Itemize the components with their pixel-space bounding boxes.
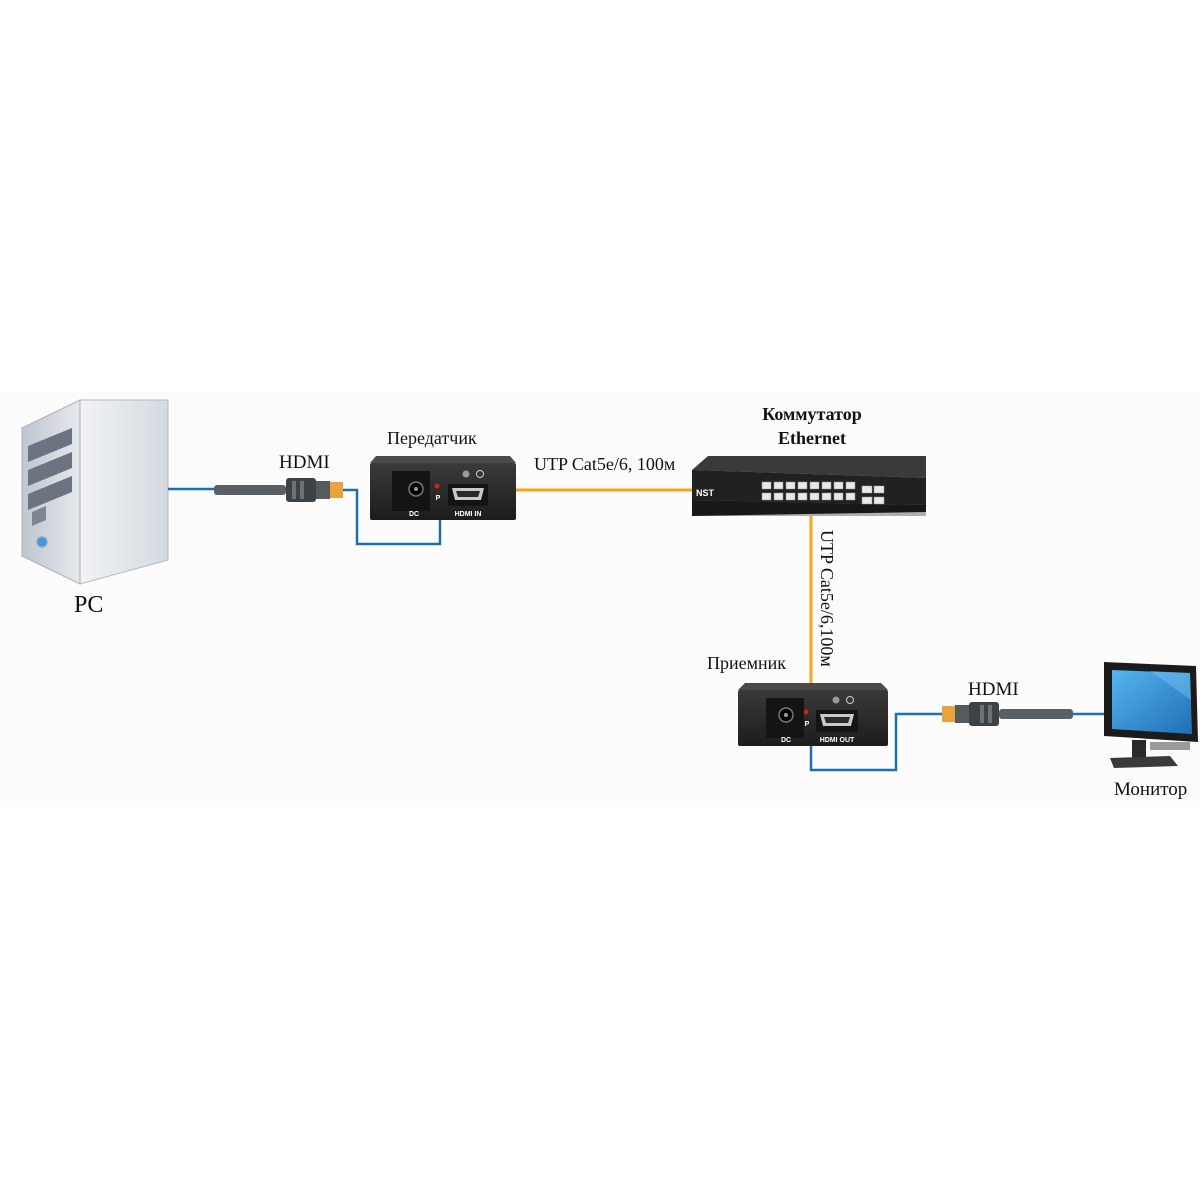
receiver-power-label: P [805,721,810,728]
hdmi-wire-left [168,487,442,546]
switch-label-line1: Коммутатор [762,404,862,424]
receiver-device-icon [738,683,888,746]
switch-brand-label: NST [696,488,715,498]
transmitter-hdmi-label: HDMI IN [455,511,482,518]
uplink-cable-label: UTP Cat5e/6, 100м [534,454,676,474]
receiver-label: Приемник [707,653,787,673]
monitor-icon [1104,662,1198,768]
pc-tower-icon [21,399,169,585]
pc-label: PC [74,592,104,618]
receiver-dc-label: DC [781,737,791,744]
hdmi-right-label: HDMI [968,679,1019,700]
ethernet-switch-icon [692,456,926,516]
diagram-background-band [0,392,1200,807]
monitor-label: Монитор [1114,779,1188,800]
transmitter-dc-label: DC [409,511,419,518]
transmitter-label: Передатчик [387,428,477,448]
hdmi-wire-right [809,712,1104,772]
transmitter-power-label: P [436,495,441,502]
hdmi-cable-right-icon [942,702,1073,726]
downlink-cable-label: UTP Cat5e/6,100м [817,530,837,667]
transmitter-device-icon [370,456,516,520]
receiver-hdmi-label: HDMI OUT [820,737,855,744]
switch-label-line2: Ethernet [778,428,846,448]
hdmi-cable-left-icon [214,478,343,502]
hdmi-left-label: HDMI [279,452,330,473]
